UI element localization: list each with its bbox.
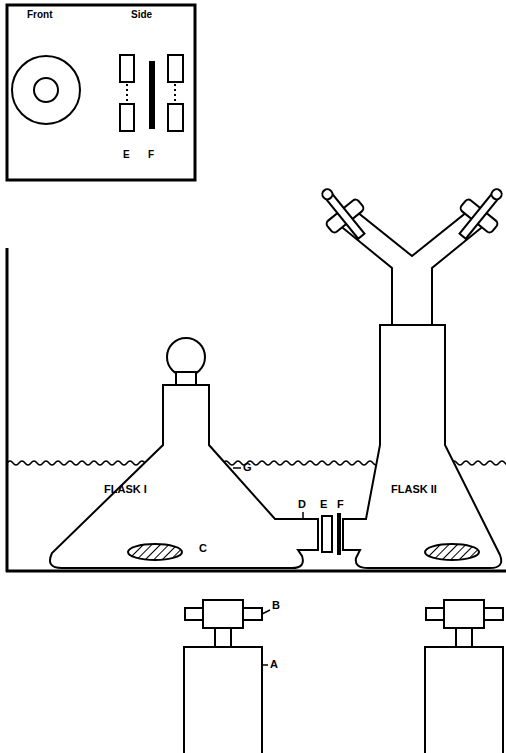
view-title: Front [27,10,53,20]
membrane-holder [322,516,332,552]
part-letter: G [243,462,252,473]
flask-label: FLASK II [391,484,437,495]
stopcock-head [309,178,506,326]
part-letter: A [270,659,278,670]
part-letter: F [148,150,154,160]
part-letter: D [298,499,306,510]
membrane-hole [34,78,58,102]
part-letter: E [123,150,130,160]
bath-wall [6,248,9,572]
stopper-stem [176,372,196,385]
membrane-front [12,56,80,124]
flask-label: FLASK I [104,484,147,495]
membrane-side [120,55,183,131]
part-letter: C [199,543,207,554]
stir-bar [425,544,479,560]
reservoir [184,600,503,753]
view-title: Side [131,10,152,20]
stir-bar [128,544,182,560]
inset-frame [7,5,195,180]
flask: FLASK II [338,320,506,575]
part-letter: F [337,499,344,510]
stopper [167,338,205,376]
membrane [337,513,341,555]
flask: FLASK I [40,380,325,575]
part-letter: E [320,499,327,510]
flask-outline [40,380,325,575]
bath-floor [6,570,506,573]
part-letter: B [272,600,280,611]
flask-outline [338,320,506,575]
